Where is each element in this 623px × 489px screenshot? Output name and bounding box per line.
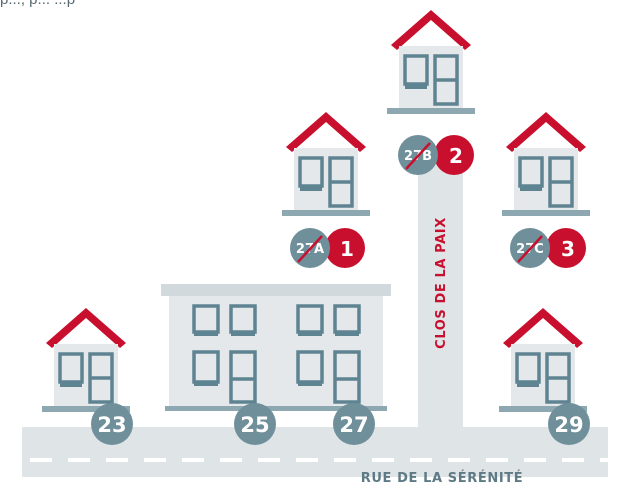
street-number-badge-25: 25	[234, 403, 276, 445]
road-layer: RUE DE LA SÉRÉNITÉ CLOS DE LA PAIX	[22, 162, 622, 486]
renumber-badge-27b: 2 27B	[398, 135, 474, 175]
new-number-1: 1	[340, 237, 354, 261]
house-27c	[502, 112, 590, 216]
road-dash	[372, 458, 394, 462]
road-dash	[220, 458, 242, 462]
road-dash	[182, 458, 204, 462]
road-dash	[562, 458, 584, 462]
renumber-badge-27a: 1 27A	[290, 228, 365, 268]
road-dash	[30, 458, 52, 462]
lane-street-name: CLOS DE LA PAIX	[434, 217, 449, 349]
road-dash	[258, 458, 280, 462]
main-street-name: RUE DE LA SÉRÉNITÉ	[361, 470, 523, 486]
street-number-badge-29: 29	[548, 403, 590, 445]
renumber-badge-27c: 3 27C	[510, 228, 586, 268]
new-number-3: 3	[561, 237, 575, 261]
house-23	[42, 308, 130, 412]
road-dash	[600, 458, 622, 462]
road-dash	[296, 458, 318, 462]
lane-road	[418, 162, 463, 434]
building-25-27	[161, 284, 391, 411]
road-dash	[68, 458, 90, 462]
road-center-dashes	[30, 458, 622, 462]
strike-line-27a	[297, 235, 323, 263]
road-dash	[448, 458, 470, 462]
street-number-29: 29	[554, 413, 583, 437]
street-number-25: 25	[240, 413, 269, 437]
street-number-27: 27	[339, 413, 368, 437]
strike-line-27b	[405, 142, 431, 170]
street-number-badge-27: 27	[333, 403, 375, 445]
road-dash	[524, 458, 546, 462]
house-27b	[387, 10, 475, 114]
road-dash	[106, 458, 128, 462]
road-dash	[410, 458, 432, 462]
road-dash	[144, 458, 166, 462]
new-number-2: 2	[449, 144, 463, 168]
road-dash	[334, 458, 356, 462]
street-number-23: 23	[97, 413, 126, 437]
house-29	[499, 308, 587, 412]
road-dash	[486, 458, 508, 462]
street-number-badge-23: 23	[91, 403, 133, 445]
strike-line-27c	[517, 235, 543, 263]
cropped-header-text: p..., p... ...p	[0, 0, 75, 8]
house-27a	[282, 112, 370, 216]
